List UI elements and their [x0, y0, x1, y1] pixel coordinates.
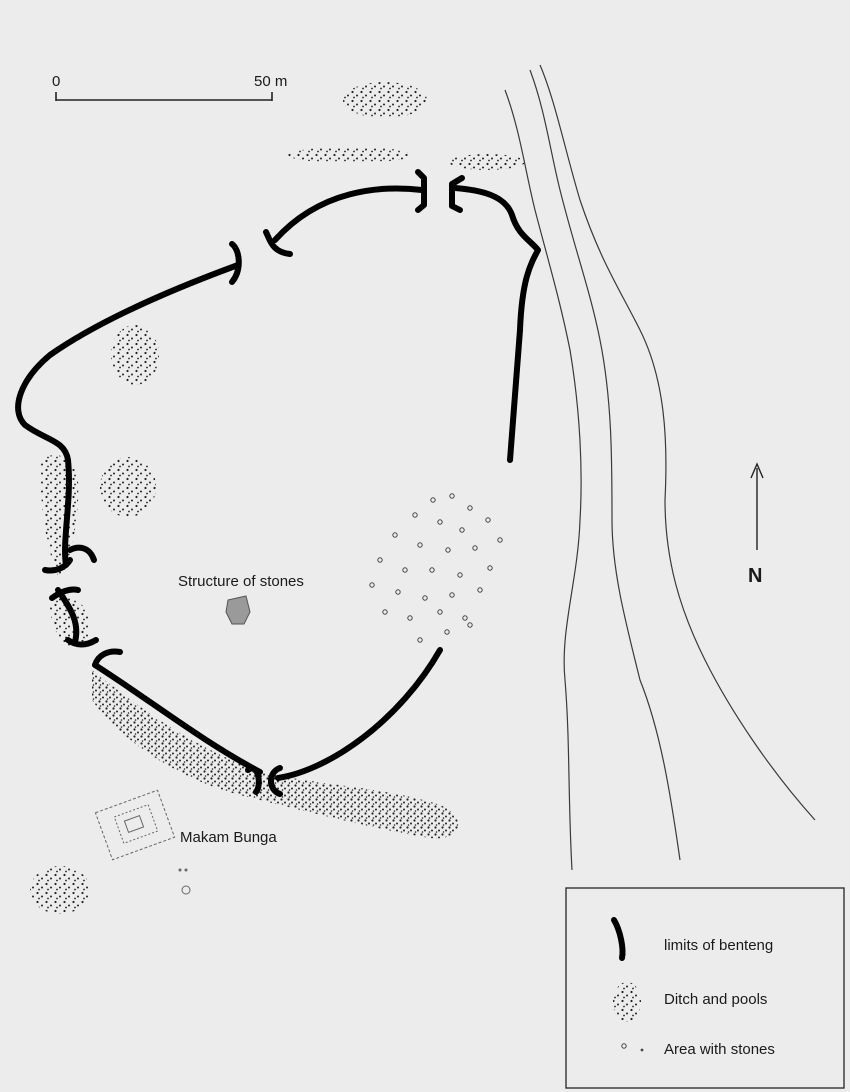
pool [343, 82, 427, 118]
river [504, 64, 816, 871]
gate-bracket [229, 241, 242, 285]
wall-segment [272, 185, 425, 243]
makam-label: Makam Bunga [180, 829, 277, 846]
pool [111, 325, 159, 385]
gate-bracket [415, 169, 427, 213]
area-with-stones [369, 493, 503, 643]
wall-line-icon [611, 917, 626, 961]
north-label: N [748, 565, 762, 587]
legend: limits of benteng Ditch and pools Area w… [565, 887, 845, 1089]
legend-label: limits of benteng [664, 937, 773, 954]
north-arrow: N [748, 462, 764, 587]
gate-bracket [263, 229, 293, 257]
pool [100, 457, 156, 517]
stone-circles-icon [621, 1043, 627, 1049]
gate-bracket [268, 765, 283, 797]
wall-segment [452, 185, 541, 463]
ditch [92, 670, 459, 839]
gate-bracket [65, 637, 99, 648]
gate-bracket [449, 175, 465, 213]
structure-label: Structure of stones [178, 573, 304, 590]
gate-bracket [49, 586, 81, 601]
scale-start-label: 0 [52, 73, 60, 90]
makam-bunga: Makam Bunga [94, 789, 277, 895]
pool [30, 866, 90, 914]
wall-segment [92, 662, 263, 775]
scale-bar: 0 50 m [52, 73, 287, 101]
legend-item-stones: Area with stones [621, 1041, 775, 1058]
benteng-walls [15, 169, 541, 797]
scale-end-label: 50 m [254, 73, 287, 90]
gate-bracket [42, 557, 73, 574]
gate-bracket [245, 765, 262, 795]
wall-segment [15, 262, 241, 568]
legend-label: Ditch and pools [664, 991, 767, 1008]
wall-segment [275, 647, 443, 781]
ditch [449, 154, 525, 170]
legend-item-ditch: Ditch and pools [613, 982, 767, 1022]
gate-bracket [67, 544, 97, 563]
legend-item-walls: limits of benteng [611, 917, 773, 961]
legend-label: Area with stones [664, 1041, 775, 1058]
ditch [49, 593, 91, 647]
dotted-ditch-icon [613, 982, 641, 1022]
structure-of-stones: Structure of stones [178, 573, 304, 625]
gate-bracket [92, 648, 123, 668]
ditch [288, 147, 412, 163]
